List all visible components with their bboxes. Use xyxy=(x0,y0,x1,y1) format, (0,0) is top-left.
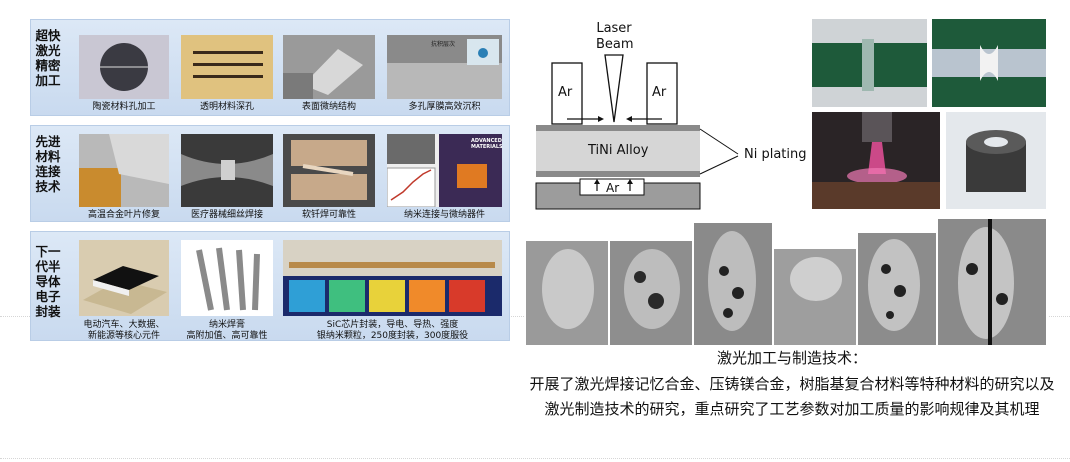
joint-photo xyxy=(932,19,1046,107)
panel-semiconductor-packaging: 下一代半导体电子封装 电动汽车、大数据、 新能源等核心元件 纳米焊膏 高附加值、… xyxy=(30,231,510,341)
panel-ultrafast-laser: 超快激光精密加工 陶瓷材料孔加工 透明材料深孔 表面微纳结构 xyxy=(30,19,510,116)
micrograph-strip xyxy=(524,219,1048,345)
laser-beam-label: Laser Beam xyxy=(596,21,634,52)
caption: 医疗器械细丝焊接 xyxy=(190,210,263,220)
caption: SiC芯片封装，导电、导热、强度 银纳米颗粒，250度封装，300度服役 xyxy=(316,320,469,341)
caption-title: 激光加工与制造技术： xyxy=(716,349,867,367)
divider xyxy=(0,458,1070,459)
porous-film-image: 抗积层次 xyxy=(387,35,502,99)
power-module-image xyxy=(79,240,169,316)
ceramic-hole-image xyxy=(79,35,169,99)
caption: 高温合金叶片修复 xyxy=(87,210,160,220)
fine-wire-weld-image xyxy=(181,134,273,207)
ar-bottom-label: Ar xyxy=(606,181,620,195)
blade-repair-image xyxy=(79,134,169,207)
caption: 表面微纳结构 xyxy=(301,102,356,112)
gear-part-photo xyxy=(946,112,1046,209)
panel-advanced-joining: 先进材料连接技术 高温合金叶片修复 医疗器械细丝焊接 软钎焊可靠性 xyxy=(30,125,510,222)
caption: 电动汽车、大数据、 新能源等核心元件 xyxy=(83,320,165,341)
caption: 软钎焊可靠性 xyxy=(301,210,356,220)
nano-joining-image: ADVANCED MATERIALS xyxy=(387,134,502,207)
caption: 多孔厚膜高效沉积 xyxy=(408,102,481,112)
image-label: 抗积层次 xyxy=(431,41,456,48)
caption: 透明材料深孔 xyxy=(199,102,254,112)
weld-seam-photo xyxy=(812,19,927,107)
nano-paste-image xyxy=(181,240,273,316)
panel-title: 先进材料连接技术 xyxy=(35,134,61,194)
sic-thermal-image xyxy=(283,240,502,316)
journal-cover-label: ADVANCED MATERIALS xyxy=(471,138,502,150)
ar-left-label: Ar xyxy=(558,85,573,100)
caption: 纳米焊膏 高附加值、高可靠性 xyxy=(186,320,268,341)
panel-title: 下一代半导体电子封装 xyxy=(35,244,61,319)
caption-body: 开展了激光焊接记忆合金、压铸镁合金，树脂基复合材料等特种材料的研究以及激光制造技… xyxy=(529,375,1055,418)
laser-welding-diagram: Laser Beam Ar Ar TiNi Alloy Ni plating A… xyxy=(522,19,807,214)
alloy-label: TiNi Alloy xyxy=(588,143,649,158)
transparent-deep-hole-image xyxy=(181,35,273,99)
solder-reliability-image xyxy=(283,134,375,207)
surface-microstructure-image xyxy=(283,35,375,99)
panel-title: 超快激光精密加工 xyxy=(35,28,61,88)
caption: 陶瓷材料孔加工 xyxy=(92,102,156,112)
laser-processing-photo xyxy=(812,112,940,209)
caption: 纳米连接与微纳器件 xyxy=(403,210,485,220)
ar-right-label: Ar xyxy=(652,85,667,100)
ni-plating-label: Ni plating xyxy=(744,147,807,162)
